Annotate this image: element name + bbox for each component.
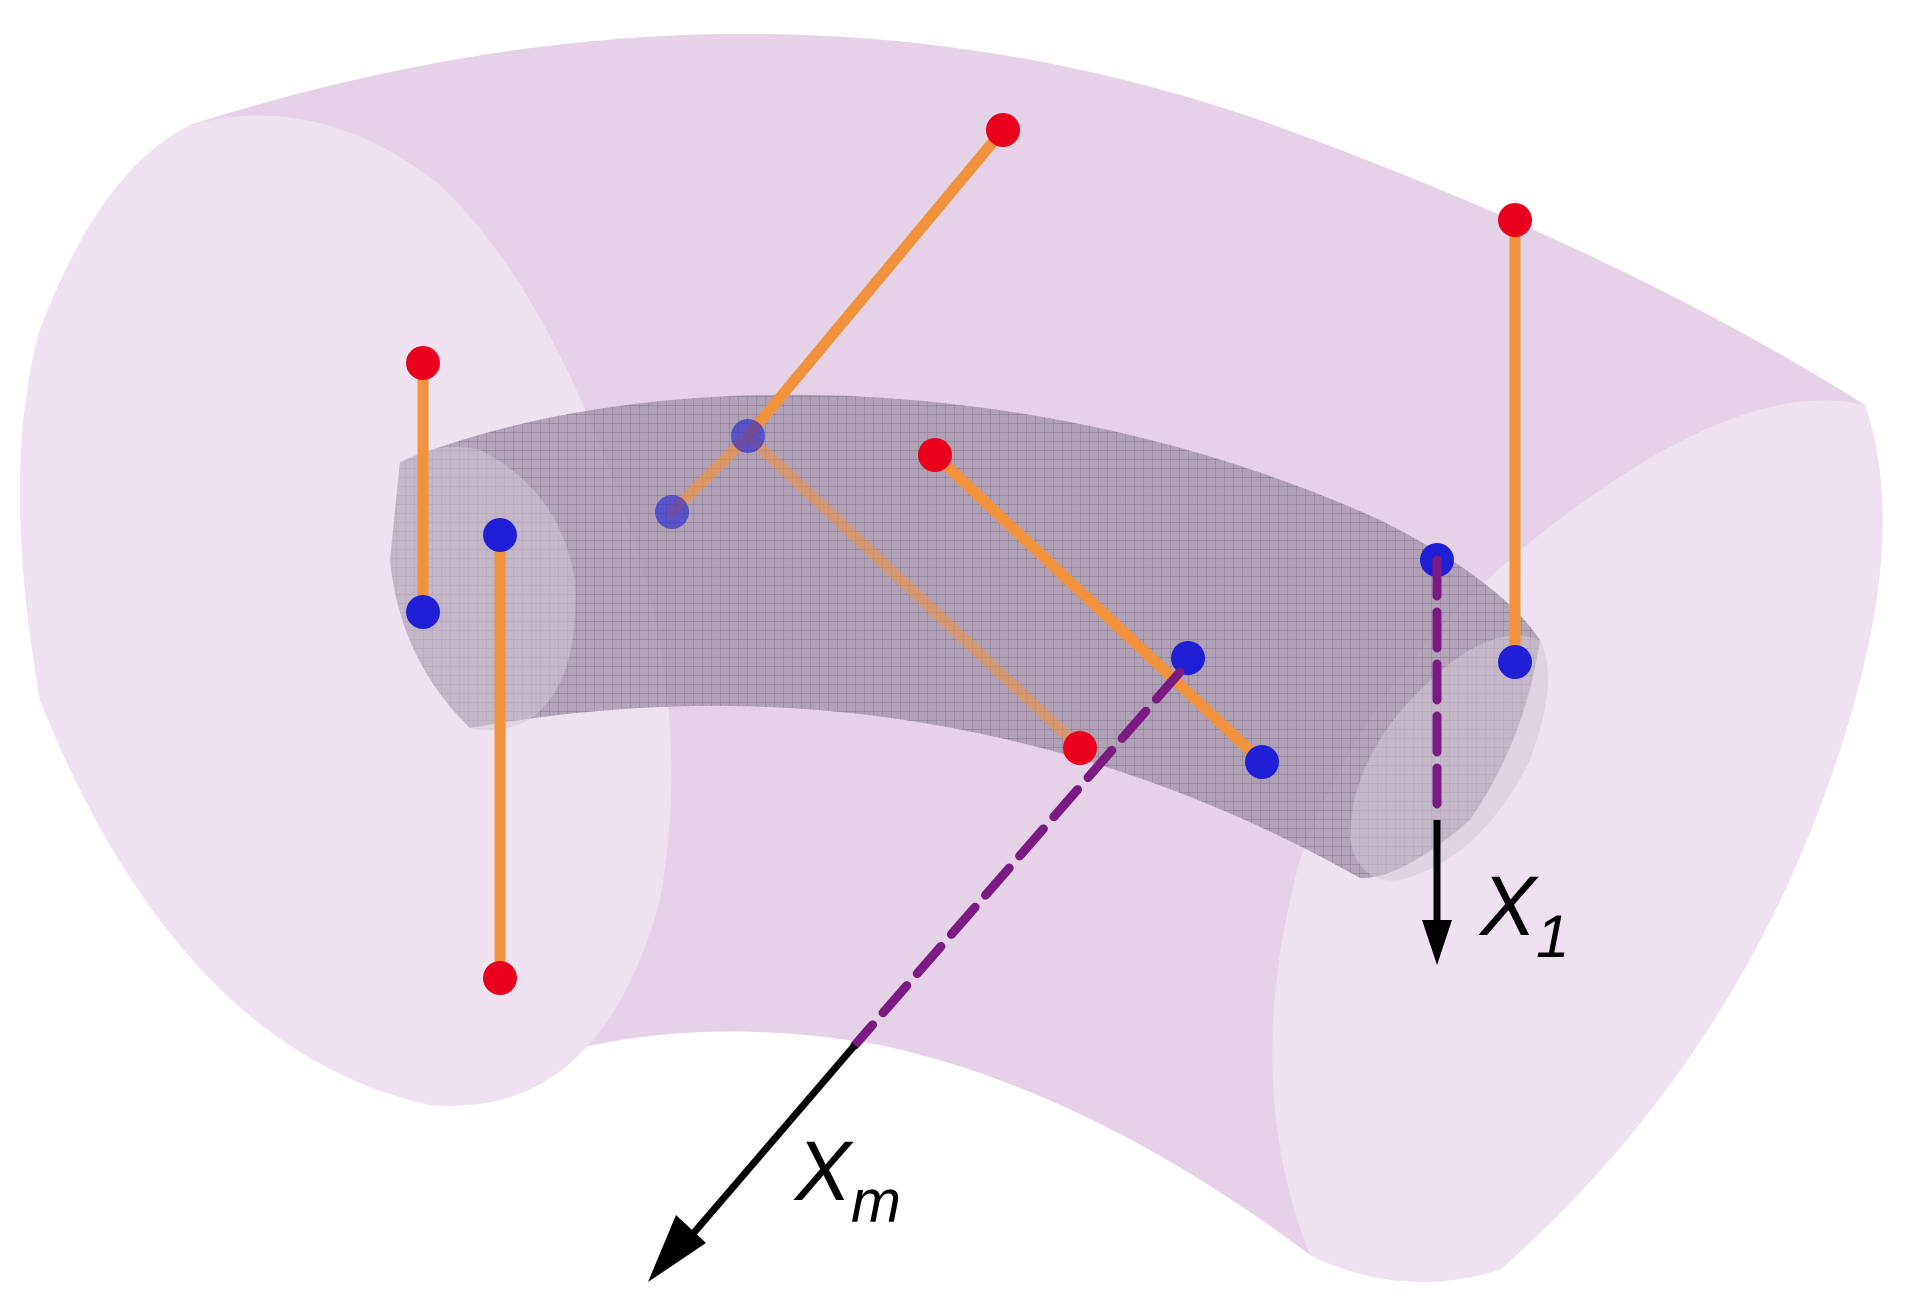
axis-xm-subscript: m (851, 1168, 901, 1235)
axis-xm-dashed (850, 667, 1185, 1050)
red-point (1063, 731, 1097, 765)
axis-x1-letter: X (1478, 859, 1539, 953)
segment-line (929, 449, 1268, 768)
blue-point (655, 495, 689, 529)
axis-x1-arrowhead (1422, 920, 1452, 965)
axis-xm: Xm (648, 667, 1185, 1282)
blue-point (731, 419, 765, 453)
segment-line (742, 430, 1086, 754)
red-point (986, 113, 1020, 147)
outer-tube-left-cap (20, 115, 672, 1106)
blue-point (1171, 641, 1205, 675)
axis-x1-label: X1 (1478, 859, 1569, 970)
segment-line (666, 430, 754, 518)
blue-point (406, 595, 440, 629)
axis-x1: X1 (1422, 555, 1569, 970)
blue-point (1498, 645, 1532, 679)
axis-xm-solid (689, 1042, 858, 1238)
axis-x1-subscript: 1 (1536, 903, 1569, 970)
red-point (483, 961, 517, 995)
axis-xm-letter: X (793, 1124, 854, 1218)
axis-xm-label: Xm (793, 1124, 901, 1235)
inner-tube-left-end (390, 446, 576, 731)
red-point (1498, 203, 1532, 237)
inner-tube-right-end (1350, 635, 1548, 881)
segments (406, 113, 1532, 995)
outer-tube-right-cap (1272, 400, 1883, 1282)
blue-point (483, 518, 517, 552)
axis-xm-arrowhead (648, 1215, 706, 1282)
segment-line (742, 124, 1009, 442)
blue-point (1245, 745, 1279, 779)
red-point (918, 438, 952, 472)
red-point (406, 346, 440, 380)
